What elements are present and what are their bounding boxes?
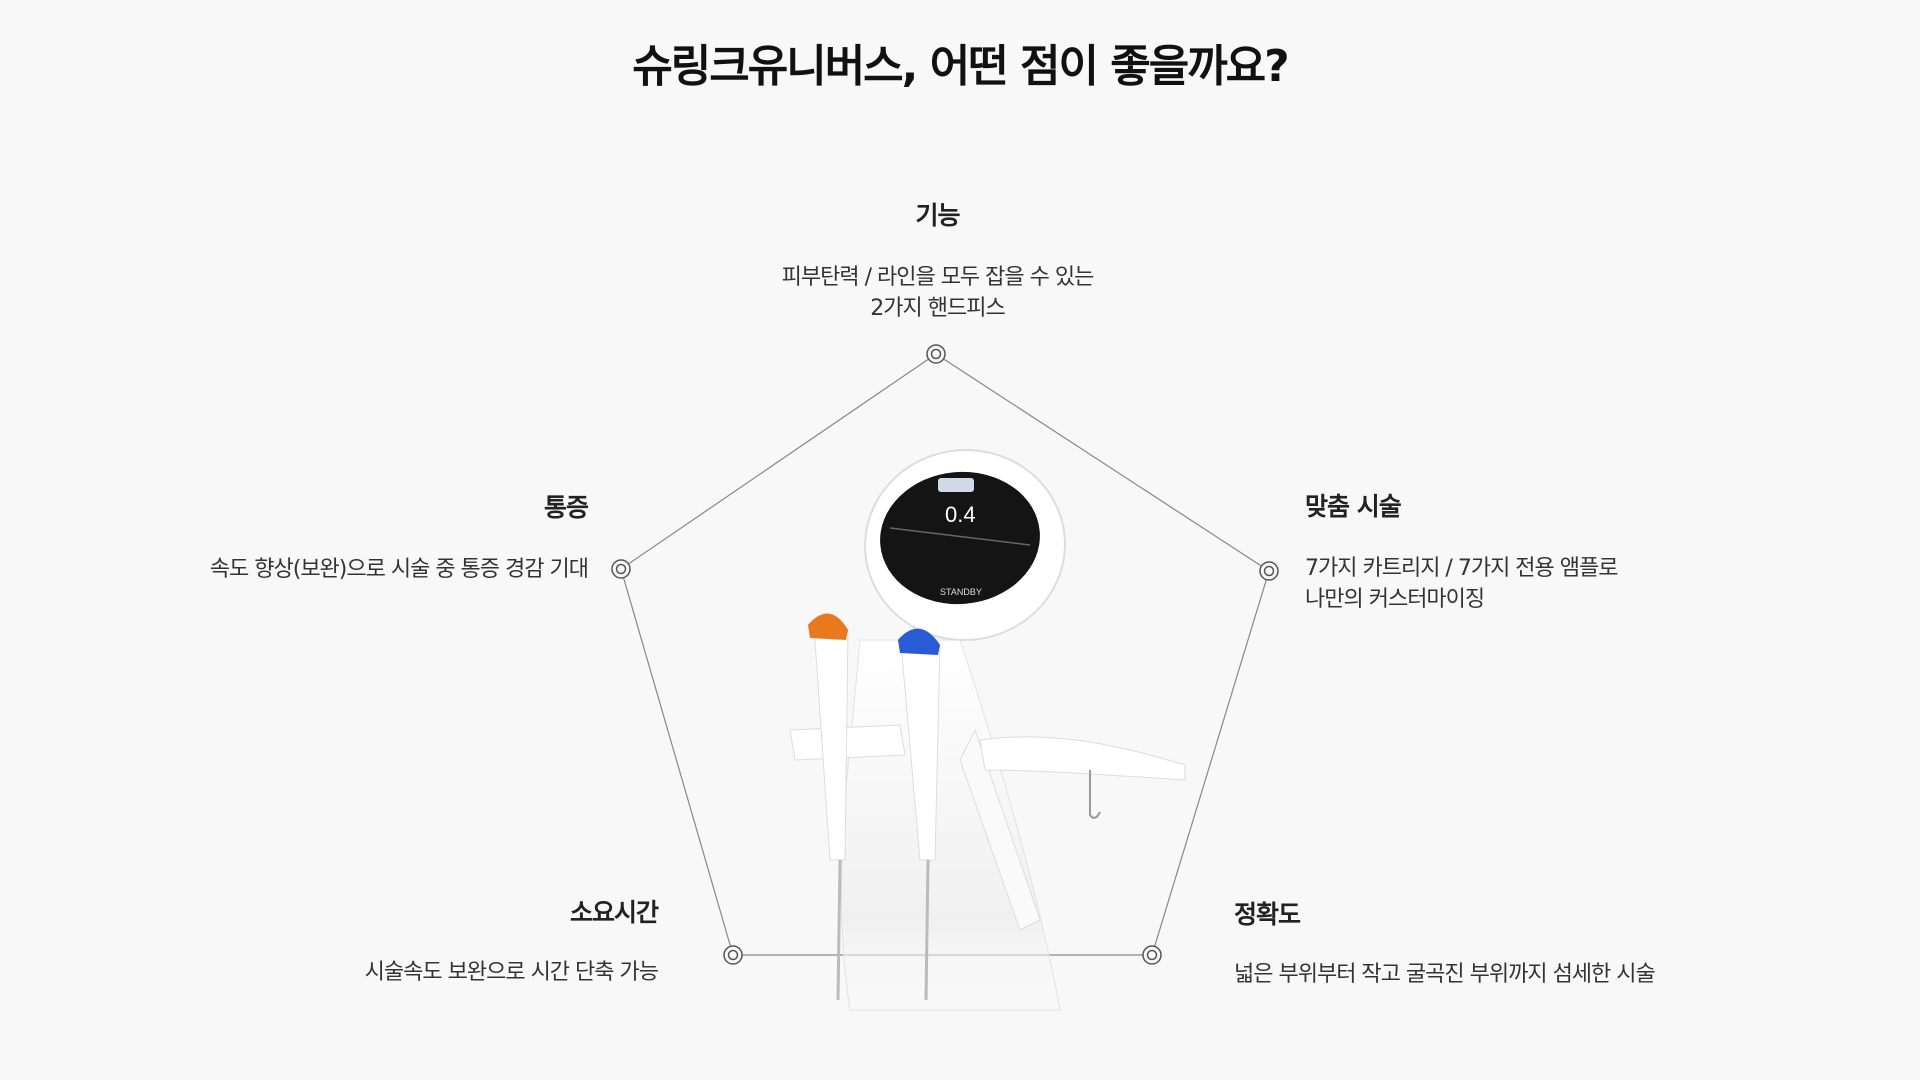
feature-time: 소요시간 시술속도 보완으로 시간 단축 가능	[58, 893, 659, 988]
feature-function: 기능 피부탄력 / 라인을 모두 잡을 수 있는 2가지 핸드피스	[660, 196, 1215, 324]
feature-heading: 맞춤 시술	[1305, 492, 1402, 521]
feature-heading: 정확도	[1234, 900, 1301, 929]
feature-desc: 시술속도 보완으로 시간 단축 가능	[364, 960, 659, 985]
feature-desc: 피부탄력 / 라인을 모두 잡을 수 있는	[781, 265, 1095, 290]
screen-status: STANDBY	[940, 587, 982, 597]
feature-heading: 소요시간	[569, 898, 659, 927]
feature-accuracy: 정확도 넓은 부위부터 작고 굴곡진 부위까지 섬세한 시술	[1234, 895, 1834, 990]
vertex-markers	[611, 344, 1279, 965]
feature-desc: 7가지 카트리지 / 7가지 전용 앰플로	[1305, 556, 1618, 581]
feature-heading: 통증	[543, 493, 589, 522]
feature-heading: 기능	[915, 201, 960, 230]
screen-value: 0.4	[945, 502, 976, 527]
page-title: 슈링크유니버스, 어떤 점이 좋을까요?	[632, 41, 1289, 92]
feature-pain: 통증 속도 향상(보완)으로 시술 중 통증 경감 기대	[0, 488, 589, 585]
feature-desc: 속도 향상(보완)으로 시술 중 통증 경감 기대	[209, 557, 589, 582]
device-screen	[880, 471, 1040, 605]
feature-desc: 2가지 핸드피스	[870, 296, 1005, 321]
device-image: 0.4 STANDBY	[789, 448, 1186, 1011]
feature-desc: 나만의 커스터마이징	[1305, 587, 1485, 612]
feature-desc: 넓은 부위부터 작고 굴곡진 부위까지 섬세한 시술	[1234, 962, 1656, 987]
